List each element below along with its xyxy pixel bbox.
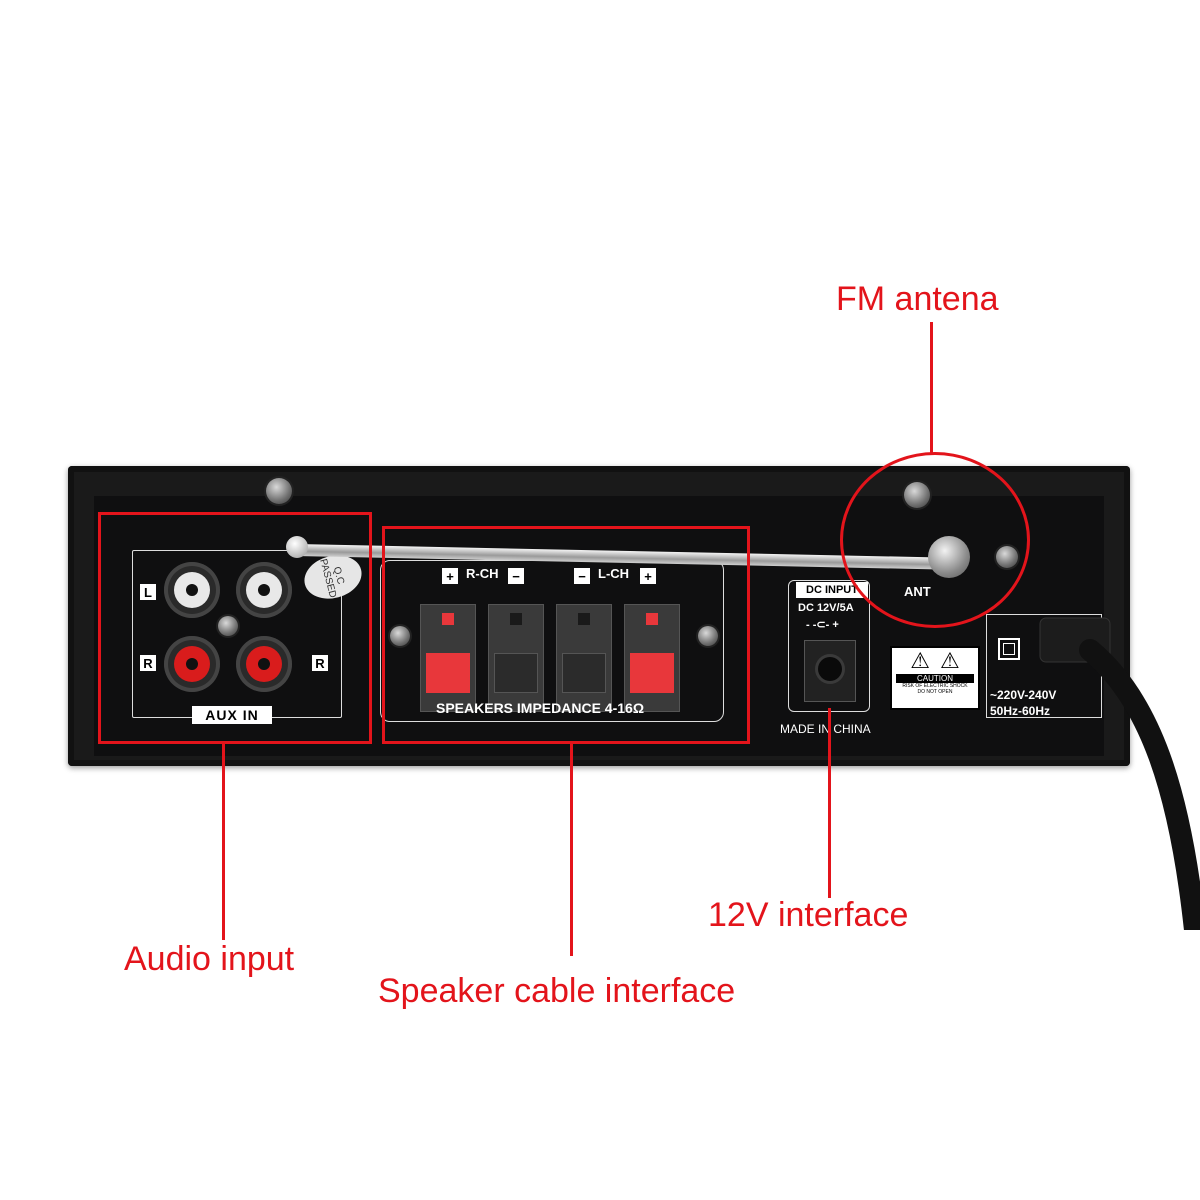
dc-polarity-label: - -⊂- +: [806, 619, 839, 631]
speaker-terminal-icon: [624, 604, 680, 712]
dc-input-label: DC INPUT: [796, 582, 868, 598]
rch-label: R-CH: [466, 566, 499, 581]
caution-line2: DO NOT OPEN: [917, 689, 953, 695]
antenna-tip: [286, 536, 308, 558]
speaker-terminal-icon: [556, 604, 612, 712]
speaker-interface-leader: [570, 744, 573, 956]
aux-right-label-right: R: [312, 655, 328, 671]
speakers-impedance-label: SPEAKERS IMPEDANCE 4-16Ω: [436, 700, 645, 716]
speaker-interface-highlight: [382, 526, 750, 744]
dc-rating-label: DC 12V/5A: [798, 602, 854, 614]
rca-jack-icon: [236, 636, 292, 692]
speaker-interface-callout: Speaker cable interface: [378, 972, 736, 1010]
fm-antenna-leader: [930, 322, 933, 454]
rch-plus-badge: +: [442, 568, 458, 584]
fm-antenna-callout: FM antena: [836, 280, 999, 318]
rch-minus-badge: −: [508, 568, 524, 584]
screw-icon: [698, 626, 718, 646]
screw-icon: [266, 478, 292, 504]
power-cable-icon: [1039, 617, 1200, 930]
aux-left-label: L: [140, 584, 156, 600]
audio-input-highlight: [98, 512, 372, 744]
lch-label: L-CH: [598, 566, 630, 581]
warning-triangle-icon: ⚠: [910, 648, 930, 673]
aux-in-label: AUX IN: [192, 706, 272, 724]
screw-icon: [218, 616, 238, 636]
warning-triangle-icon: ⚠: [940, 648, 960, 673]
dc-jack-icon: [804, 640, 856, 702]
frequency-label: 50Hz-60Hz: [990, 704, 1051, 718]
made-in-label: MADE IN CHINA: [780, 722, 871, 736]
caution-line1: RISK OF ELECTRIC SHOCK: [902, 683, 968, 689]
caution-title: CAUTION: [896, 674, 974, 683]
aux-right-label-left: R: [140, 655, 156, 671]
lch-minus-badge: −: [574, 568, 590, 584]
speaker-terminal-icon: [488, 604, 544, 712]
audio-input-leader: [222, 744, 225, 940]
screw-icon: [390, 626, 410, 646]
rca-jack-icon: [236, 562, 292, 618]
dc-input-leader: [828, 708, 831, 898]
rca-jack-icon: [164, 562, 220, 618]
lch-plus-badge: +: [640, 568, 656, 584]
rca-jack-icon: [164, 636, 220, 692]
audio-input-callout: Audio input: [124, 940, 295, 978]
voltage-label: ~220V-240V: [990, 688, 1057, 702]
fm-antenna-highlight: [840, 452, 1030, 628]
double-insulation-icon: [998, 638, 1020, 660]
caution-sticker: ⚠ ⚠ CAUTION RISK OF ELECTRIC SHOCK DO NO…: [890, 646, 980, 710]
12v-interface-callout: 12V interface: [708, 896, 909, 934]
speaker-terminal-icon: [420, 604, 476, 712]
